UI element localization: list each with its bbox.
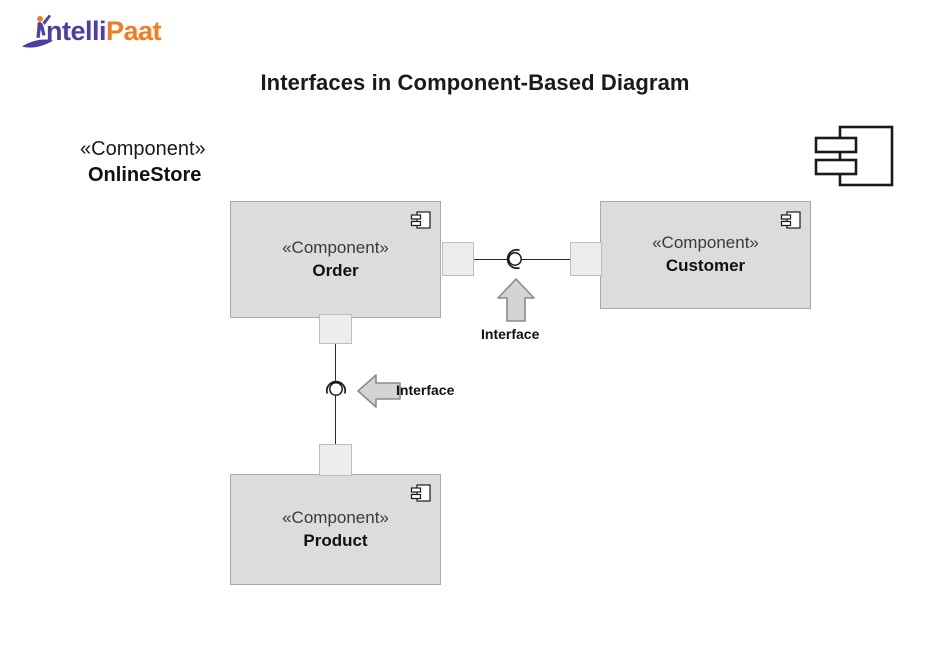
component-name: Product [303, 530, 368, 550]
component-stereotype: «Component» [282, 237, 389, 257]
component-icon [410, 483, 432, 505]
package-name: OnlineStore [88, 164, 202, 186]
ball-and-socket-icon-order-customer[interactable] [500, 244, 530, 274]
callout-arrow-up-icon [494, 276, 538, 329]
ball-and-socket-icon-order-product[interactable] [321, 374, 351, 404]
component-customer[interactable]: «Component» Customer [600, 201, 811, 309]
package-stereotype: «Component» [80, 138, 206, 160]
logo-wordmark: ntelliPaat [46, 16, 162, 47]
package-label: «Component» OnlineStore [80, 136, 360, 188]
port-product-top[interactable] [319, 444, 352, 476]
component-stereotype: «Component» [282, 507, 389, 527]
component-name: Customer [665, 256, 746, 275]
component-product[interactable]: «Component» Product [230, 474, 441, 585]
port-customer-left[interactable] [570, 242, 602, 276]
interface-label-order-customer: Interface [481, 326, 540, 342]
logo-figure-icon [22, 14, 53, 48]
logo-text-paat: Paat [106, 16, 162, 46]
component-stereotype: «Component» [652, 233, 759, 252]
port-order-right[interactable] [442, 242, 474, 276]
component-name: Order [312, 260, 359, 280]
component-icon [410, 210, 432, 232]
logo-text-intelli: ntelli [46, 16, 107, 46]
component-symbol-icon [812, 123, 894, 189]
page-title: Interfaces in Component-Based Diagram [260, 70, 690, 95]
port-order-bottom[interactable] [319, 314, 352, 344]
component-icon [780, 210, 802, 232]
intellipaat-logo: ntelliPaat [18, 8, 168, 54]
interface-label-order-product: Interface [396, 382, 455, 398]
component-order[interactable]: «Component» Order [230, 201, 441, 318]
callout-arrow-left-icon [355, 371, 403, 416]
